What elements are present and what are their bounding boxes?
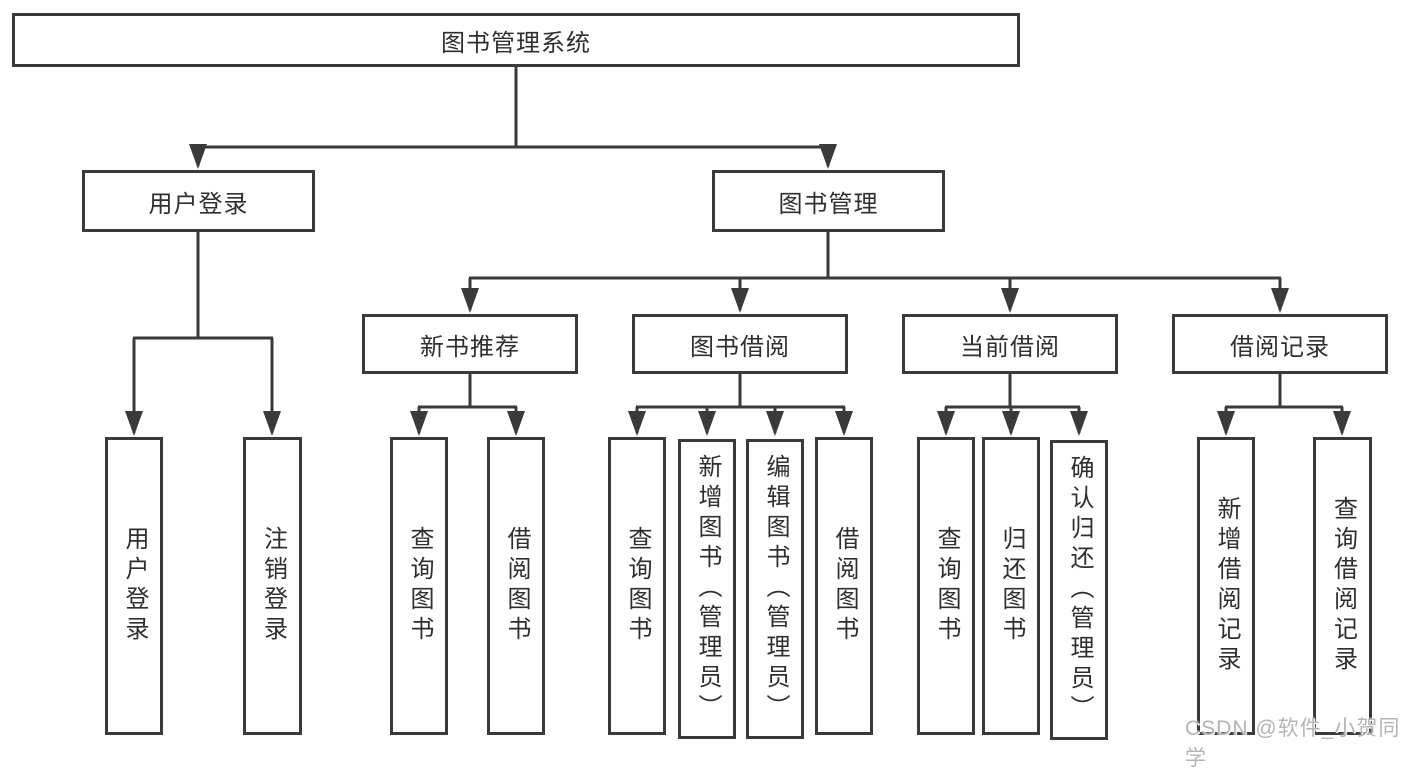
- arrowheads: [125, 144, 1351, 436]
- watermark: CSDN @软件_小贺同学: [1185, 717, 1401, 770]
- node-borrowing-records: 借阅记录: [1172, 314, 1388, 374]
- node-current-borrowing: 当前借阅: [902, 314, 1118, 374]
- diagram-canvas: 图书管理系统 用户登录 图书管理 新书推荐 图书借阅 当前借阅 借阅记录 用户登…: [12, 13, 1399, 770]
- leaf-add-book-admin: 新增图书（管理员）: [678, 439, 736, 739]
- leaf-confirm-return-admin: 确认归还（管理员）: [1050, 440, 1108, 740]
- node-user-login: 用户登录: [82, 170, 315, 232]
- leaf-add-borrow-record: 新增借阅记录: [1197, 437, 1255, 735]
- node-root: 图书管理系统: [12, 13, 1020, 67]
- leaf-query-books-2: 查询图书: [608, 437, 666, 735]
- leaf-borrow-books-1: 借阅图书: [487, 437, 545, 735]
- leaf-query-books-1: 查询图书: [390, 437, 448, 735]
- leaf-edit-book-admin: 编辑图书（管理员）: [746, 439, 804, 739]
- leaf-logout: 注销登录: [243, 437, 302, 735]
- leaf-return-book: 归还图书: [982, 437, 1040, 735]
- leaf-user-login: 用户登录: [105, 437, 163, 735]
- connector-lines: [125, 65, 1351, 436]
- node-book-management: 图书管理: [712, 170, 945, 232]
- leaf-query-borrow-record: 查询借阅记录: [1313, 437, 1372, 735]
- node-new-book-recommend: 新书推荐: [362, 314, 578, 374]
- leaf-borrow-books-2: 借阅图书: [815, 437, 873, 735]
- node-book-borrowing: 图书借阅: [632, 314, 848, 374]
- leaf-query-books-3: 查询图书: [917, 437, 975, 735]
